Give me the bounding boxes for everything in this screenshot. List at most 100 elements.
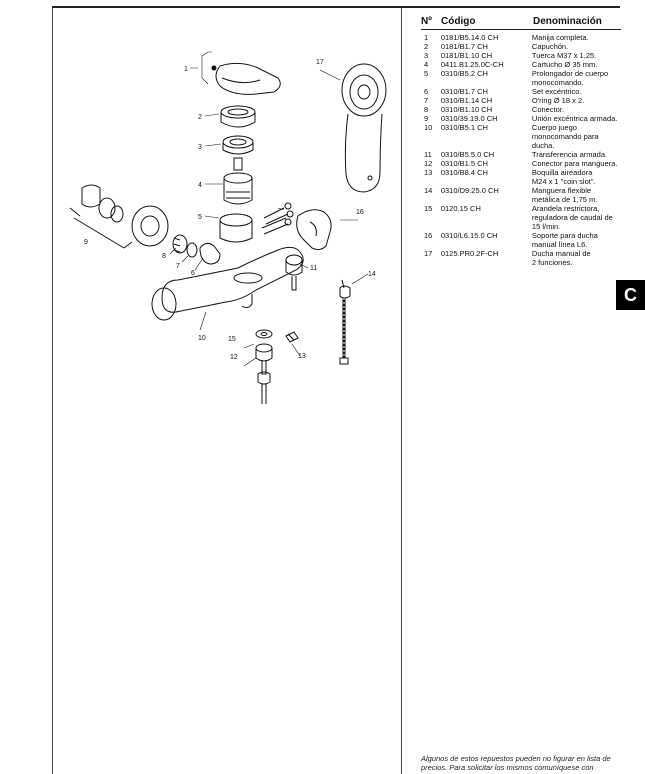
row-name-line: Unión excéntrica armada.: [531, 114, 618, 123]
row-code: 0120.15 CH: [440, 204, 481, 213]
row-name-line: Cartucho Ø 35 mm.: [531, 60, 598, 69]
table-row: 2 0181/B1.7 CH Capuchón.: [421, 42, 621, 51]
row-name-line: manual línea L6.: [531, 240, 588, 249]
row-num: 13: [424, 168, 433, 177]
row-name-line: O'ring Ø 18 x 2.: [531, 96, 585, 105]
row-num: 1: [424, 33, 429, 42]
row-name-line: Transferencia armada.: [531, 150, 608, 159]
row-name: Conector para manguera.: [532, 159, 621, 168]
callout-1: 1: [184, 66, 188, 73]
footnote: Algunos de estos repuestos pueden no fig…: [421, 754, 621, 772]
callout-9: 9: [84, 239, 88, 246]
row-code: 0310/B1.7 CH: [440, 87, 488, 96]
part-eccentric-set: [199, 242, 221, 265]
row-code: 0310/B1.5 CH: [440, 159, 488, 168]
row-num: 8: [424, 105, 429, 114]
row-name-line: Boquilla aireadora: [531, 168, 593, 177]
callout-11: 11: [310, 265, 317, 272]
callout-labels: 1 2 3 4 5 6 7 8 9 10 11 12 13 14 15 16 1…: [84, 59, 376, 361]
row-num: 12: [424, 159, 433, 168]
table-row: 12 0310/B1.5 CH Conector para manguera.: [421, 159, 621, 168]
callout-8: 8: [162, 253, 166, 260]
header-num: Nº: [421, 15, 432, 27]
row-num: 2: [424, 42, 429, 51]
part-shower-holder: [296, 209, 332, 251]
row-name: O'ring Ø 18 x 2.: [532, 96, 621, 105]
row-code: 0310/B8.4 CH: [440, 168, 488, 177]
row-name-line: monocomando para: [531, 132, 599, 141]
row-code: 0310/B1.14 CH: [440, 96, 493, 105]
header-name: Denominación: [533, 15, 602, 27]
part-cap: [220, 105, 256, 128]
exploded-parts-diagram: 1 2 3 4 5 6 7 8 9 10 11 12 13 14 15 16 1…: [69, 51, 387, 404]
table-row: 1 0181/B5.14.0 CH Manija completa.: [421, 33, 621, 42]
row-name-line: Manija completa.: [531, 33, 589, 42]
callout-4: 4: [198, 182, 202, 189]
row-name: Capuchón.: [532, 42, 621, 51]
row-name: Conector.: [532, 105, 621, 114]
row-name-line: Prolongador de cuerpo: [531, 69, 609, 78]
row-name: Manija completa.: [532, 33, 621, 42]
callout-16: 16: [356, 209, 364, 216]
row-name-line: 2 funciones.: [531, 258, 573, 267]
footnote-line: precios. Para solicitar los mismos comun…: [421, 763, 594, 772]
row-name-line: monocomando.: [531, 78, 584, 87]
part-nut: [222, 135, 254, 155]
row-name-line: Capuchón.: [531, 42, 569, 51]
row-code: 0310/39.19.0 CH: [440, 114, 498, 123]
callout-5: 5: [198, 214, 202, 221]
row-code: 0125.PR0.2F-CH: [440, 249, 499, 258]
row-code: 0181/B5.14.0 CH: [440, 33, 499, 42]
header-rule: [421, 29, 621, 30]
row-num: 11: [424, 150, 432, 159]
row-code: 0181/B1.7 CH: [440, 42, 488, 51]
row-name: Tuerca M37 x 1,25.: [532, 51, 621, 60]
callout-15: 15: [228, 336, 236, 343]
row-num: 16: [424, 231, 433, 240]
callout-2: 2: [198, 114, 202, 121]
callout-3: 3: [198, 144, 202, 151]
row-name-line: ducha.: [531, 141, 555, 150]
row-num: 17: [424, 249, 433, 258]
part-screws: [261, 202, 294, 235]
callout-leaders: [169, 51, 369, 367]
row-code: 0310/L6.15.0 CH: [440, 231, 498, 240]
part-hose-connector: [255, 343, 273, 404]
section-tab: C: [616, 280, 645, 310]
parts-table: Nº Código Denominación 1 0181/B5.14.0 CH M…: [421, 14, 621, 267]
row-code: 0181/B1.10 CH: [440, 51, 493, 60]
row-num: 15: [424, 204, 433, 213]
row-name-line: Manguera flexible: [531, 186, 592, 195]
callout-13: 13: [298, 353, 306, 360]
row-name-line: 15 l/min.: [531, 222, 561, 231]
table-row: 6 0310/B1.7 CH Set excéntrico.: [421, 87, 621, 96]
part-washer: [255, 329, 273, 339]
row-name-line: Conector.: [531, 105, 565, 114]
row-num: 14: [424, 186, 433, 195]
row-num: 6: [424, 87, 429, 96]
callout-10: 10: [198, 335, 206, 342]
callout-14: 14: [368, 271, 376, 278]
header-code: Código: [441, 15, 476, 27]
row-name-line: M24 x 1 "coin slot".: [531, 177, 596, 186]
part-hose: [339, 279, 351, 365]
row-code: 0310/B1.10 CH: [440, 105, 493, 114]
part-eccentric-union: [69, 184, 169, 249]
row-name: Set excéntrico.: [532, 87, 621, 96]
row-name: Unión excéntrica armada.: [532, 114, 621, 123]
row-name-line: Arandela restrictora,: [531, 204, 600, 213]
diagram-panel: [52, 8, 402, 774]
